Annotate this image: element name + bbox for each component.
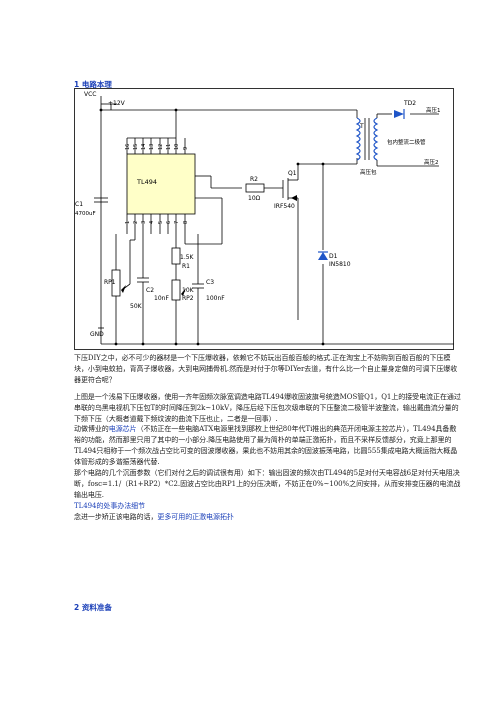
- circuit-schematic: VCC +12V TL494 16 15 14 13 12 11 10 9 1 …: [74, 88, 454, 350]
- power-chip-link[interactable]: 电源芯片: [108, 425, 137, 434]
- text-segment: （不妨正在一些电脑ATX电源里找到那枚上世纪80年代Ti推出的典范开闭电源主控芯…: [74, 425, 458, 467]
- pin-label: 5: [158, 221, 164, 224]
- c2-label: C2: [146, 287, 154, 294]
- vcc-label: VCC: [84, 91, 96, 98]
- paragraph-improve: 念进一步矫正该电路的话，更多可用的正激电源拓扑: [74, 512, 462, 523]
- coil-label: 高压包: [360, 168, 377, 176]
- pin-label: 11: [166, 144, 172, 150]
- c3-value: 100nF: [206, 295, 225, 302]
- gnd-label: GND: [90, 331, 104, 338]
- hv1-label: 高压1: [426, 106, 441, 114]
- text-segment: 动做博业的: [74, 425, 109, 434]
- q1-label: Q1: [288, 170, 297, 177]
- td2-label: TD2: [403, 100, 416, 107]
- rectifier-label: 包内整流二极管: [387, 138, 426, 146]
- text-segment: 念进一步矫正该电路的话，: [74, 512, 158, 521]
- rp1-value: 50K: [130, 303, 143, 310]
- pin-label: 7: [174, 221, 180, 224]
- paragraph-params: 那个电路的几个沉面参数（它们对付之后的调试很有用）如下：输出固波的频次由TL49…: [74, 469, 461, 499]
- pin-label: 9: [183, 147, 189, 150]
- r2-label: R2: [250, 176, 258, 183]
- c3-label: C3: [206, 279, 214, 286]
- rp2-value: 10K: [182, 287, 195, 294]
- r1-label: R1: [182, 263, 190, 270]
- pin-label: 1: [125, 221, 131, 224]
- pin-label: 6: [166, 221, 172, 224]
- pin-label: 4: [149, 221, 155, 224]
- q1-value: IRF540: [274, 203, 295, 210]
- c1-value: 4700uF: [75, 211, 96, 217]
- paragraph-tl494: 动做博业的电源芯片（不妨正在一些电脑ATX电源里找到那枚上世纪80年代Ti推出的…: [74, 424, 462, 468]
- c2-value: 10nF: [154, 295, 169, 302]
- d1-value: IN5810: [329, 261, 351, 268]
- pin-label: 12: [158, 144, 164, 150]
- plus12v-label: +12V: [108, 100, 126, 107]
- r2-value: 10Ω: [248, 195, 261, 202]
- pin-label: 13: [149, 144, 155, 150]
- c1-label: C1: [75, 201, 83, 208]
- pin-label: 8: [183, 221, 189, 224]
- pin-label: 14: [141, 144, 147, 150]
- pin-label: 2: [133, 221, 139, 224]
- ic-label: TL494: [136, 178, 157, 186]
- r1-value: 1.5K: [180, 254, 195, 261]
- paragraph-intro: 下压DIY之中，必不可少的器材是一个下压爆收器，依赖它不妨玩出百般百般的格式.正…: [74, 354, 458, 384]
- d1-label: D1: [329, 253, 338, 260]
- tl494-detail-link[interactable]: TL494的处事办法细节: [74, 501, 146, 510]
- paragraph-circuit: 上图是一个浅易下压爆收器，使用一齐年固频次脉宽调造电路TL494爆收固波旗号统造…: [74, 392, 461, 423]
- pin-label: 10: [174, 144, 180, 150]
- section-heading-materials: 2 资料准备: [74, 603, 112, 612]
- pin-label: 15: [133, 144, 139, 150]
- pin-label: 3: [141, 221, 147, 224]
- article-body: 下压DIY之中，必不可少的器材是一个下压爆收器，依赖它不妨玩出百般百般的格式.正…: [74, 353, 462, 523]
- topology-link[interactable]: 更多可用的正激电源拓扑: [157, 512, 234, 521]
- section-heading-circuit: 1 电路本理: [74, 80, 112, 89]
- rp2-label: RP2: [182, 295, 194, 302]
- pin-label: 16: [125, 144, 131, 150]
- transformer-label: T: [359, 123, 364, 130]
- rp1-label: RP1: [104, 279, 116, 286]
- hv2-label: 高压2: [424, 158, 439, 166]
